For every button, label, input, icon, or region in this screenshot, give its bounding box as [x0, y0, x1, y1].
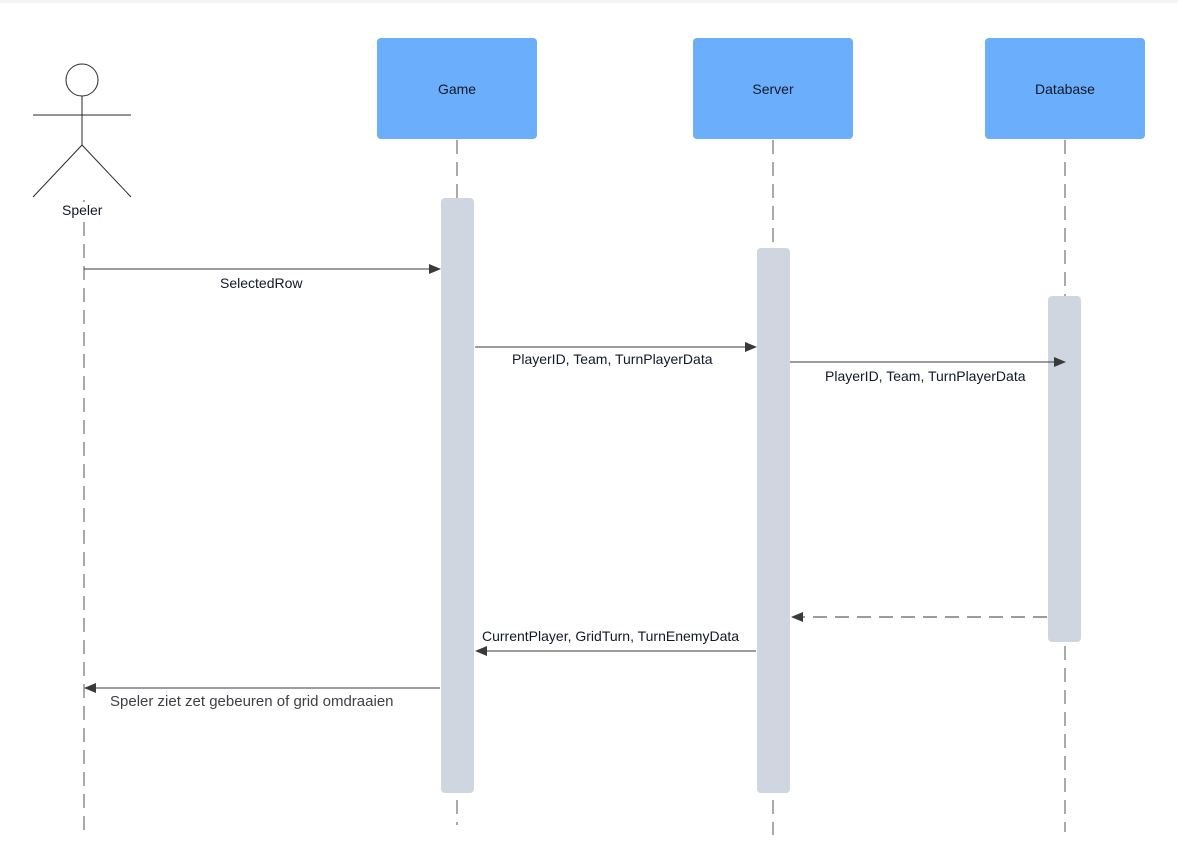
message-label-game-to-speler: Speler ziet zet gebeuren of grid omdraai…: [110, 693, 394, 710]
actor-label: Speler: [61, 202, 104, 218]
activation-database: [1048, 296, 1081, 642]
top-border: [0, 0, 1178, 3]
message-label-game-to-server: PlayerID, Team, TurnPlayerData: [512, 351, 713, 367]
participant-database-label: Database: [1035, 80, 1095, 97]
activation-game: [441, 198, 474, 793]
message-label-server-to-game: CurrentPlayer, GridTurn, TurnEnemyData: [482, 628, 740, 644]
activation-server: [757, 248, 790, 793]
participant-database: Database: [985, 38, 1145, 139]
participant-game: Game: [377, 38, 537, 139]
participant-game-label: Game: [437, 80, 477, 97]
participant-server: Server: [693, 38, 853, 139]
actor-figure-icon: [32, 63, 132, 198]
message-label-server-to-database: PlayerID, Team, TurnPlayerData: [825, 368, 1026, 384]
participant-server-label: Server: [752, 80, 794, 97]
message-label-selectedrow: SelectedRow: [220, 275, 303, 291]
